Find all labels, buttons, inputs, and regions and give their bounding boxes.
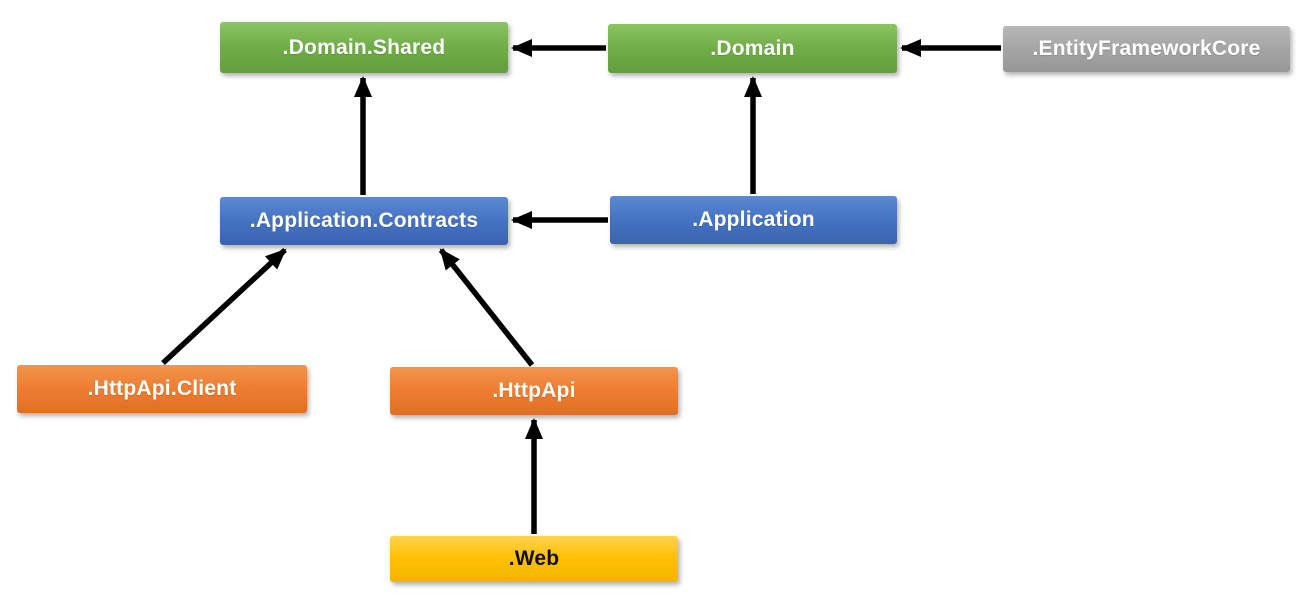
node-label: .Application.Contracts (249, 209, 479, 232)
node-httpapi-client: .HttpApi.Client (17, 365, 307, 413)
edges-group (161, 39, 1001, 534)
node-web: .Web (390, 536, 678, 582)
node-label: .Domain.Shared (282, 35, 446, 59)
edge-httpapi-client-to-application-contracts (161, 247, 287, 366)
node-httpapi: .HttpApi (390, 367, 678, 415)
node-label: .Application (692, 208, 815, 231)
node-label: .Domain (710, 36, 795, 60)
node-entity-framework-core: .EntityFrameworkCore (1003, 26, 1290, 72)
node-label: .EntityFrameworkCore (1032, 37, 1261, 60)
node-label: .HttpApi (492, 379, 576, 402)
node-label: .HttpApi.Client (87, 377, 237, 400)
node-domain-shared: .Domain.Shared (220, 22, 508, 73)
node-domain: .Domain (608, 24, 897, 73)
node-application: .Application (610, 196, 897, 244)
node-label: .Web (508, 547, 560, 570)
node-application-contracts: .Application.Contracts (220, 197, 508, 245)
edge-httpapi-to-application-contracts (438, 248, 535, 367)
